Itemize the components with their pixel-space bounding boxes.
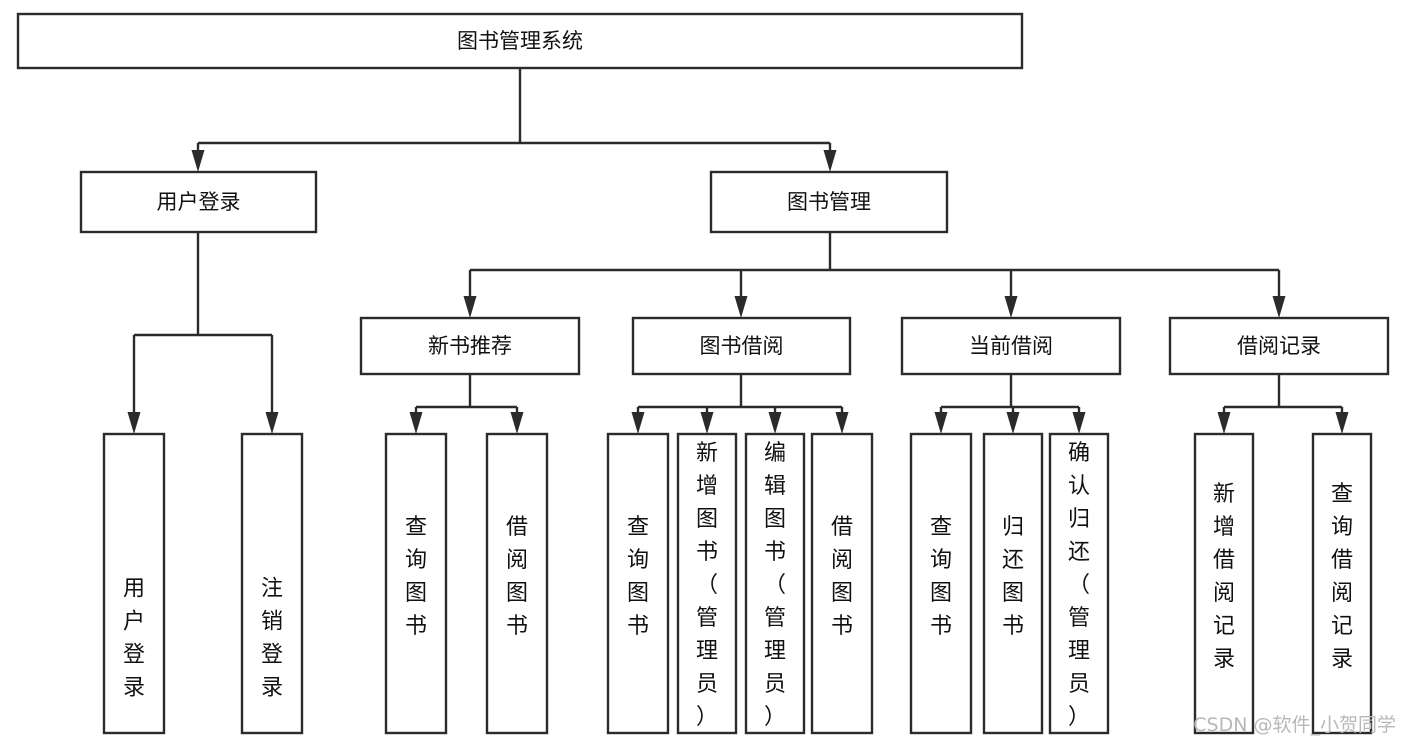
node-box-leaf-logout [240,432,304,735]
connector-root [191,68,837,172]
node-label-leaf-query-book-current: 查询图书 [930,515,952,639]
connector-current-borrow [934,374,1086,434]
node-leaf-add-book[interactable]: 新增图书（管理员） [676,432,738,735]
node-leaf-query-book-current[interactable]: 查询图书 [909,432,973,735]
node-leaf-borrow-book[interactable]: 借阅图书 [810,432,874,735]
node-label-user-login: 用户登录 [157,190,241,214]
node-box-leaf-return-book [982,432,1044,735]
connector-borrow-record [1217,374,1349,434]
connector-user-login [127,232,279,434]
node-leaf-return-book[interactable]: 归还图书 [982,432,1044,735]
node-leaf-query-book-recommend[interactable]: 查询图书 [384,432,448,735]
node-leaf-borrow-book-recommend[interactable]: 借阅图书 [485,432,549,735]
connector-book-borrow [631,374,849,434]
node-label-book-manage: 图书管理 [787,190,871,214]
node-layer: 图书管理系统用户登录图书管理新书推荐图书借阅当前借阅借阅记录用户登录注销登录查询… [16,12,1390,735]
node-box-leaf-confirm-return [1048,432,1110,735]
node-leaf-confirm-return[interactable]: 确认归还（管理员） [1048,432,1110,735]
node-box-leaf-query-book-current [909,432,973,735]
node-box-leaf-user-login [102,432,166,735]
connector-book-manage [463,232,1286,318]
node-box-leaf-add-borrow-record [1193,432,1255,735]
node-box-leaf-query-book-borrow [606,432,670,735]
node-label-leaf-add-book: 新增图书（管理员） [696,441,718,730]
node-label-book-borrow: 图书借阅 [700,334,784,358]
node-label-leaf-confirm-return: 确认归还（管理员） [1068,441,1090,730]
node-leaf-query-book-borrow[interactable]: 查询图书 [606,432,670,735]
node-label-new-book-recommend: 新书推荐 [428,334,512,358]
node-box-new-book-recommend [359,316,581,376]
node-leaf-user-login[interactable]: 用户登录 [102,432,166,735]
node-label-current-borrow: 当前借阅 [969,334,1053,358]
node-leaf-add-borrow-record[interactable]: 新增借阅记录 [1193,432,1255,735]
node-label-leaf-query-book-borrow: 查询图书 [627,515,649,639]
node-label-root: 图书管理系统 [457,29,583,53]
node-label-leaf-borrow-book: 借阅图书 [831,515,853,639]
node-book-manage[interactable]: 图书管理 [709,170,949,234]
node-box-leaf-borrow-book-recommend [485,432,549,735]
connector-layer [127,68,1349,434]
node-leaf-edit-book[interactable]: 编辑图书（管理员） [744,432,806,735]
node-box-leaf-query-book-recommend [384,432,448,735]
node-box-leaf-borrow-book [810,432,874,735]
node-label-leaf-return-book: 归还图书 [1002,515,1024,639]
node-box-root [16,12,1024,70]
connector-new-book-recommend [409,374,524,434]
node-leaf-logout[interactable]: 注销登录 [240,432,304,735]
node-box-leaf-query-borrow-record [1311,432,1373,735]
node-borrow-record[interactable]: 借阅记录 [1168,316,1390,376]
node-box-borrow-record [1168,316,1390,376]
node-box-current-borrow [900,316,1122,376]
node-book-borrow[interactable]: 图书借阅 [631,316,852,376]
node-user-login[interactable]: 用户登录 [79,170,318,234]
node-label-leaf-query-borrow-record: 查询借阅记录 [1331,482,1353,672]
csdn-watermark: CSDN @软件_小贺同学 [1193,714,1396,736]
node-new-book-recommend[interactable]: 新书推荐 [359,316,581,376]
node-root[interactable]: 图书管理系统 [16,12,1024,70]
node-current-borrow[interactable]: 当前借阅 [900,316,1122,376]
node-label-borrow-record: 借阅记录 [1237,334,1321,358]
node-box-leaf-add-book [676,432,738,735]
node-leaf-query-borrow-record[interactable]: 查询借阅记录 [1311,432,1373,735]
node-box-user-login [79,170,318,234]
node-box-book-borrow [631,316,852,376]
node-label-leaf-query-book-recommend: 查询图书 [405,515,427,639]
node-label-leaf-borrow-book-recommend: 借阅图书 [506,515,528,639]
node-box-book-manage [709,170,949,234]
node-label-leaf-add-borrow-record: 新增借阅记录 [1213,482,1235,672]
node-label-leaf-edit-book: 编辑图书（管理员） [764,441,786,730]
node-label-leaf-user-login: 用户登录 [123,577,145,701]
node-label-leaf-logout: 注销登录 [261,577,283,701]
node-box-leaf-edit-book [744,432,806,735]
